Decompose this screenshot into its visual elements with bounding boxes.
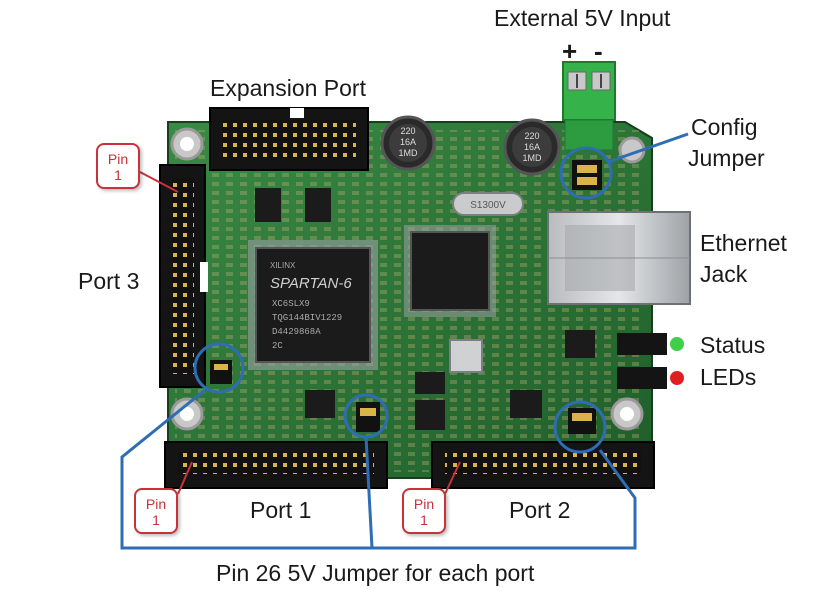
fpga-part: XC6SLX9 (272, 299, 310, 309)
small-ics (255, 188, 595, 430)
fpga-chip: XILINX SPARTAN-6 XC6SLX9 TQG144BIV1229 D… (248, 240, 378, 370)
oscillator (449, 339, 483, 373)
crystal-label: S1300V (470, 200, 506, 211)
minus-label: - (594, 36, 603, 66)
callout-number: 1 (152, 512, 160, 528)
cap2-line3: 1MD (522, 153, 542, 163)
pin1-callout-port1: Pin 1 (134, 488, 178, 534)
cap1-line1: 220 (400, 126, 415, 136)
pin1-callout-port3: Pin 1 (96, 143, 140, 189)
cap1-line3: 1MD (398, 148, 418, 158)
jumper-annotation-lines (120, 132, 689, 550)
port1-label: Port 1 (250, 497, 312, 523)
port2-label: Port 2 (509, 497, 571, 523)
port2-header (431, 441, 655, 489)
external-5v-terminal-block (562, 61, 616, 151)
footer-caption: Pin 26 5V Jumper for each port (216, 560, 535, 586)
cap1-line2: 16A (400, 137, 416, 147)
config-label-line2: Jumper (688, 145, 765, 171)
expansion-port-label: Expansion Port (210, 75, 366, 101)
port3-header (159, 164, 208, 388)
status-leds (617, 333, 684, 389)
cap2-line2: 16A (524, 142, 540, 152)
port3-jumper (210, 360, 232, 384)
crystal: S1300V (452, 192, 524, 216)
pin-callout-pointers (139, 171, 461, 495)
pin1-callout-port2: Pin 1 (402, 488, 446, 534)
port1-header (164, 441, 388, 489)
capacitor-left: 220 16A 1MD (380, 115, 436, 171)
callout-text: Pin (413, 496, 435, 512)
fpga-code1: TQG144BIV1229 (272, 313, 342, 323)
ethernet-label-line2: Jack (700, 261, 748, 287)
callout-number: 1 (420, 512, 428, 528)
port3-label: Port 3 (78, 268, 140, 294)
status-label-line1: Status (700, 332, 766, 358)
status-label-line2: LEDs (700, 364, 757, 390)
ethernet-label-line1: Ethernet (700, 230, 787, 256)
port1-jumper (356, 402, 380, 432)
callout-text: Pin (145, 496, 167, 512)
plus-label: + (562, 36, 578, 66)
cap2-line1: 220 (524, 131, 539, 141)
fpga-name: SPARTAN-6 (270, 275, 352, 292)
port2-jumper (568, 408, 596, 434)
ethernet-controller-chip (404, 225, 496, 317)
fpga-code3: 2C (272, 341, 283, 351)
config-label-line1: Config (691, 114, 758, 140)
callout-text: Pin (107, 151, 129, 167)
config-jumper (572, 160, 602, 190)
expansion-port-header (209, 107, 369, 171)
callout-number: 1 (114, 167, 122, 183)
fpga-code2: D4429868A (272, 327, 321, 337)
capacitor-right: 220 16A 1MD (503, 118, 561, 176)
ethernet-jack (547, 211, 691, 305)
external-5v-input-label: External 5V Input (494, 5, 671, 31)
fpga-brand: XILINX (270, 261, 296, 270)
